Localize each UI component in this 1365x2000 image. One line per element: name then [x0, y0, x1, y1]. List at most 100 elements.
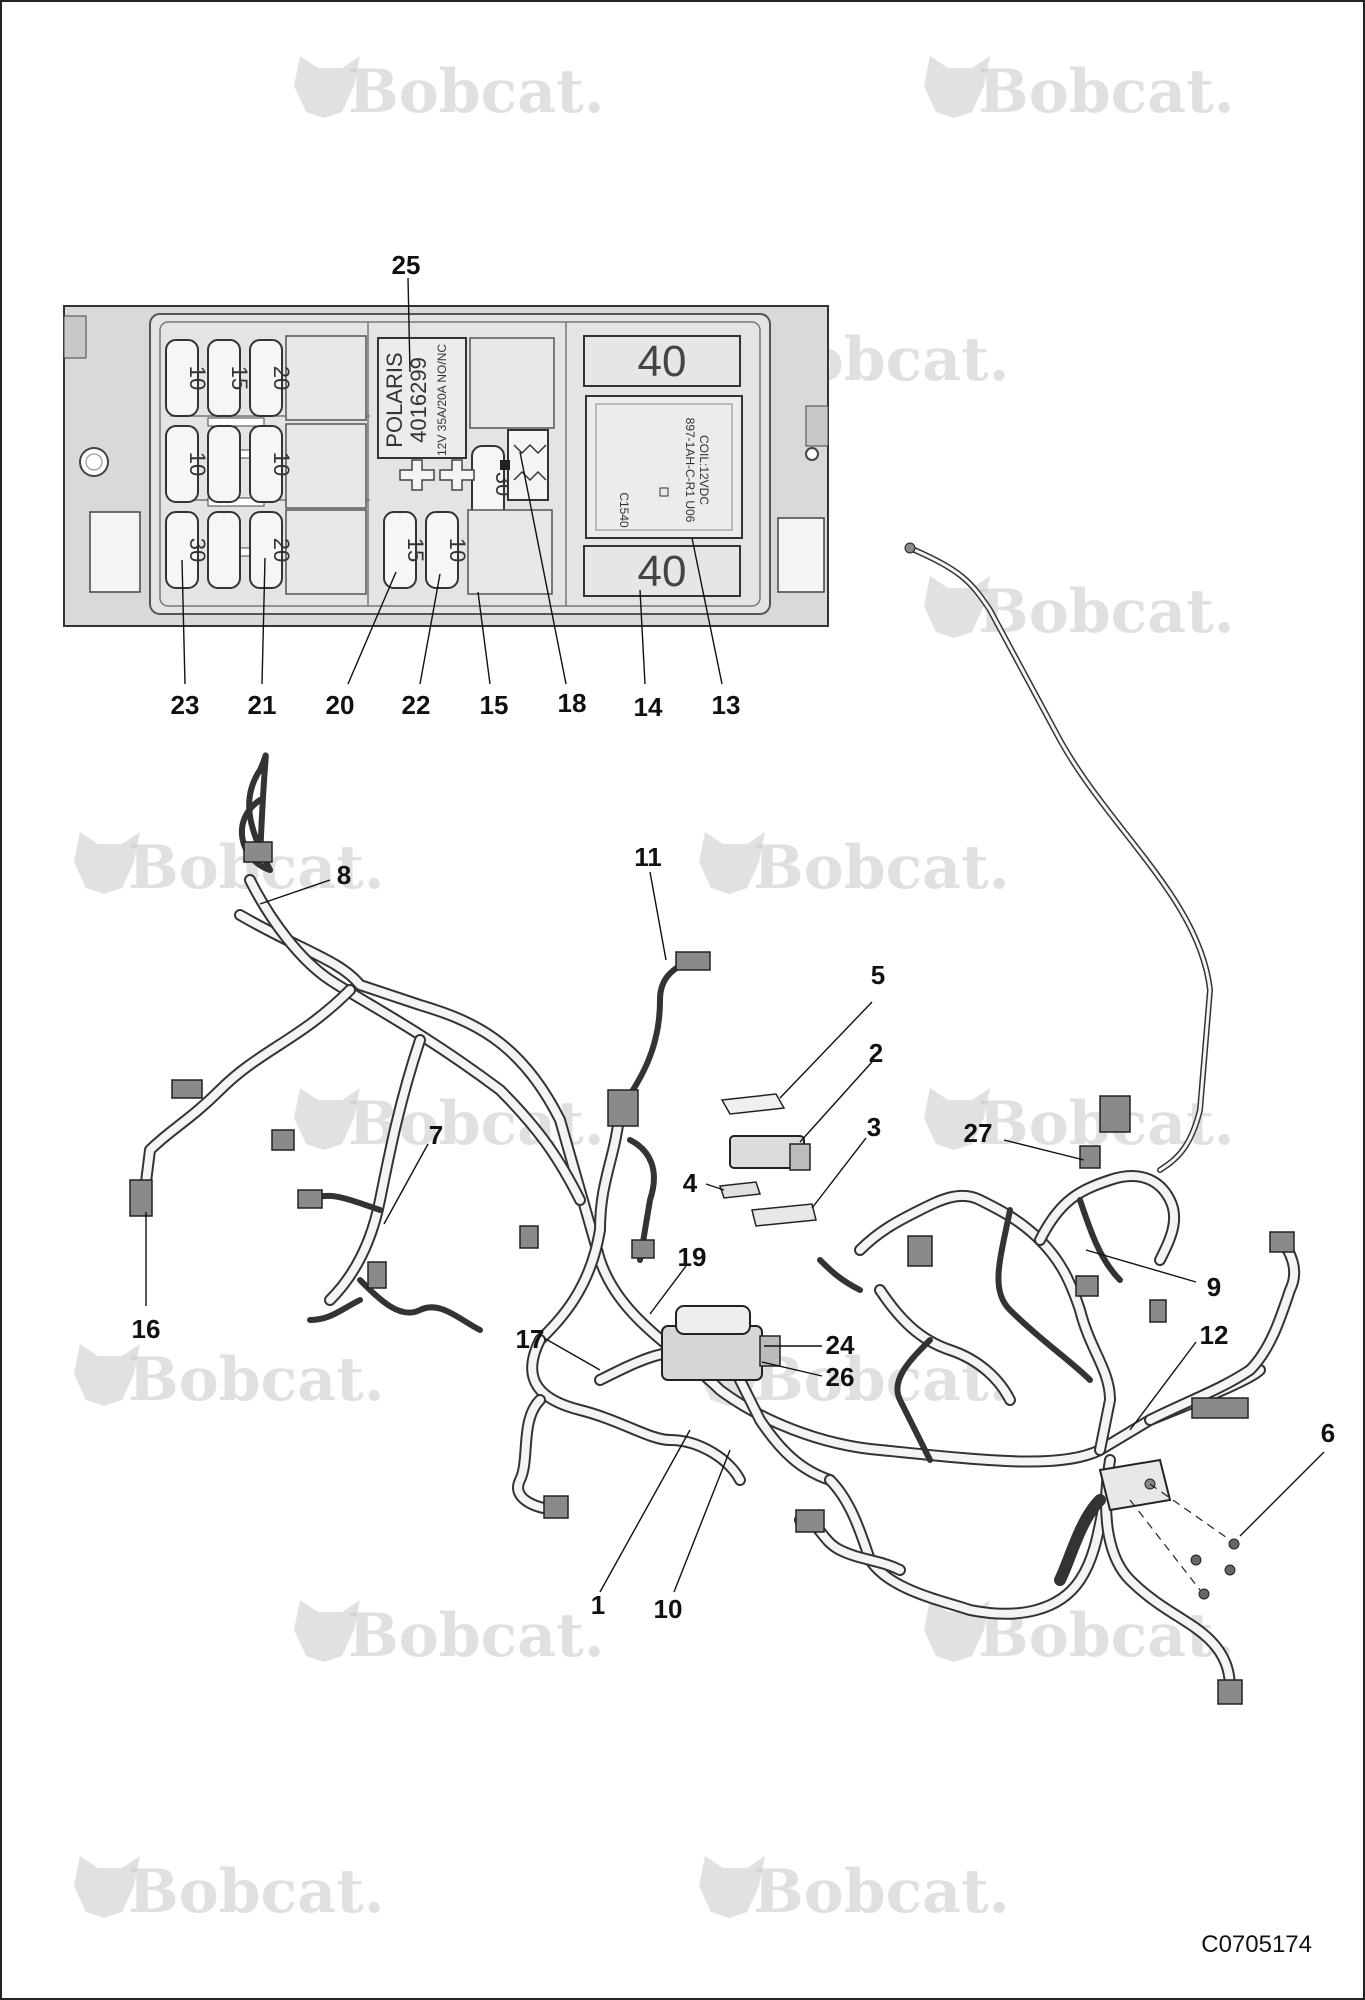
fuse-rating: 30	[185, 538, 210, 562]
watermark-logo: Bobcat.	[74, 1344, 385, 1415]
fuse-rating: 10	[185, 366, 210, 390]
relay-polaris: POLARIS 4016299 12V 35A/20A NO/NC	[377, 337, 467, 459]
bolt-icon	[1228, 1538, 1240, 1550]
wire-terminal	[904, 542, 916, 554]
leader-22	[419, 573, 441, 685]
leader-8	[259, 879, 331, 905]
mount-hole-left-ring	[85, 453, 103, 471]
leader-26	[761, 1361, 823, 1377]
watermark-logo: Bobcat.	[294, 1600, 605, 1671]
relay-slot-empty-2	[285, 423, 367, 509]
fuse-f7: 20	[249, 511, 294, 589]
leader-6	[1239, 1451, 1325, 1537]
leader-2	[799, 1061, 873, 1143]
leader-12	[1129, 1341, 1197, 1431]
callout-2: 2	[869, 1038, 883, 1068]
harness-bottom-loop-inner	[826, 1476, 1114, 1618]
leader-5	[779, 1001, 873, 1099]
fuse-rating: 20	[269, 366, 294, 390]
connector-12	[1191, 1397, 1249, 1419]
connector-lower-left	[543, 1495, 569, 1519]
relay-large-line1: 897-1AH-C-R1 U06	[683, 418, 697, 523]
wire-right-9	[995, 1207, 1093, 1383]
connector-center-2	[631, 1239, 655, 1259]
callout-1: 1	[591, 1590, 605, 1620]
leader-1	[599, 1429, 691, 1593]
leader-13	[691, 537, 723, 685]
leader-11	[649, 871, 667, 961]
callout-labels: 25 23 21 20 22 15 18 14 13 8 11 5 2 3 4 …	[132, 250, 1336, 1624]
connector-bottom	[795, 1509, 825, 1533]
callout-6: 6	[1321, 1418, 1335, 1448]
leader-23	[181, 559, 186, 685]
leader-4	[705, 1183, 725, 1191]
leader-27	[1003, 1139, 1085, 1161]
fuse-f10: 10	[425, 511, 470, 589]
plus-marker-2	[439, 459, 475, 491]
mount-tab-left	[89, 511, 141, 593]
relay-spec: 12V 35A/20A NO/NC	[435, 344, 449, 456]
leader-17	[543, 1337, 601, 1371]
svg-text:Bobcat.: Bobcat.	[128, 1345, 385, 1415]
fuse-blank-bottom	[207, 511, 241, 589]
leader-7	[383, 1143, 429, 1225]
callout-19: 19	[678, 1242, 707, 1272]
mount-hole-left	[79, 447, 109, 477]
relay-slot-15	[467, 509, 553, 595]
fuse-panel-tray-inner	[159, 321, 761, 607]
connector-11	[675, 951, 711, 971]
callout-11: 11	[634, 842, 662, 872]
watermark-logo: Bobcat.	[699, 832, 1010, 903]
decal-3	[751, 1203, 817, 1227]
connector-center-1	[519, 1225, 539, 1249]
harness-branch-8	[246, 752, 273, 873]
bolt-icon	[1190, 1554, 1202, 1566]
harness-right-down-inner	[1102, 1456, 1234, 1694]
callout-18: 18	[558, 688, 587, 718]
relay-large-code: C1540	[617, 492, 631, 528]
connector-left-2	[271, 1129, 295, 1151]
leader-25	[407, 277, 411, 373]
label-4	[718, 1181, 762, 1199]
harness-fuse-module	[661, 1305, 781, 1381]
svg-text:Bobcat.: Bobcat.	[753, 1857, 1010, 1927]
mount-tab-right	[777, 517, 825, 593]
wire-right-9b	[1077, 1197, 1123, 1283]
connector-27-top	[1099, 1095, 1131, 1133]
leader-lines	[145, 277, 1325, 1593]
fuse-panel: 10 15 20 10 10 30 20 30 15 10 POLARIS 40…	[63, 305, 829, 627]
connector-16	[129, 1179, 153, 1217]
harness-right-up-inner	[1036, 1236, 1114, 1454]
relay-large-line2: COIL:12VDC	[697, 435, 711, 505]
cable-long-wire-inner	[908, 546, 1212, 1172]
connector-left-1	[171, 1079, 203, 1099]
svg-text:Bobcat.: Bobcat.	[348, 1601, 605, 1671]
svg-text:Bobcat.: Bobcat.	[348, 57, 605, 127]
callout-21: 21	[248, 690, 277, 720]
connector-7a	[297, 1189, 323, 1209]
connector-11-body	[607, 1089, 639, 1127]
callout-3: 3	[867, 1112, 881, 1142]
harness-branch-7-inner	[326, 1036, 424, 1304]
harness-module-down-inner	[736, 1376, 834, 1484]
svg-text:Bobcat.: Bobcat.	[978, 57, 1235, 127]
label-sheet-5	[720, 1093, 786, 1115]
callout-9: 9	[1207, 1272, 1221, 1302]
diode-module	[500, 429, 549, 501]
fuse-jumper-1	[207, 417, 265, 427]
callout-12: 12	[1200, 1320, 1229, 1350]
bolt-icon	[1198, 1588, 1210, 1600]
clip-right	[805, 405, 829, 447]
relay-slot-empty-1	[285, 335, 367, 421]
callout-5: 5	[871, 960, 885, 990]
harness-left-upper-inner	[246, 876, 584, 1204]
mount-hole-right	[805, 447, 819, 461]
wire-center-down	[627, 1137, 657, 1263]
fuse-f4: 10	[165, 425, 210, 503]
watermark-logo: Bobcat.	[924, 1600, 1235, 1671]
fuse-f3: 20	[249, 339, 294, 417]
watermark-logo: Bobcat.	[74, 1856, 385, 1927]
leader-18	[519, 451, 567, 685]
